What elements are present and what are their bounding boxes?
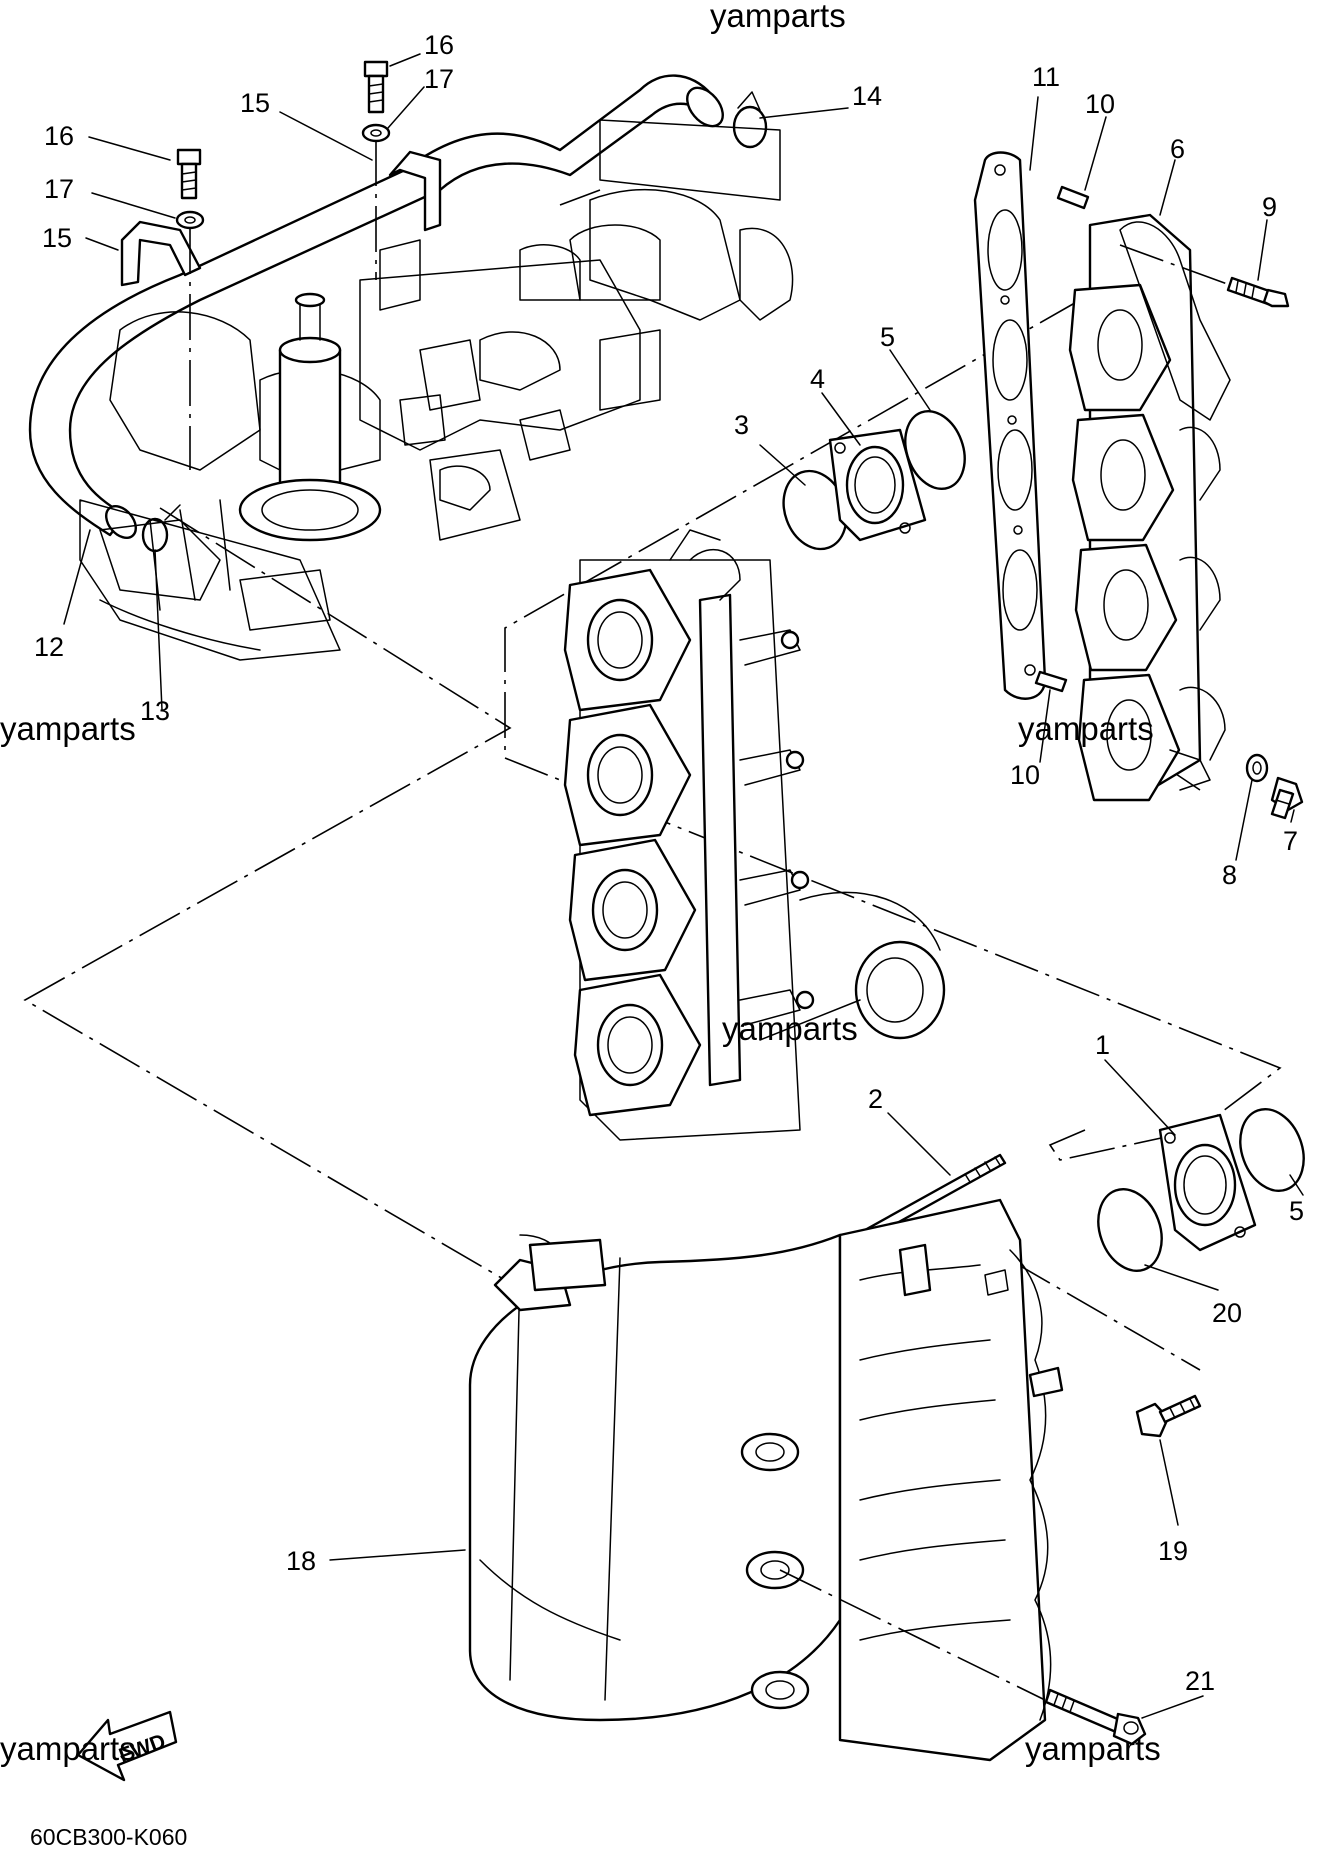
callout-4: 4	[810, 364, 825, 394]
hose-bracket-15-upper	[388, 150, 442, 232]
bolt-9	[1226, 276, 1290, 308]
lower-intake-manifold	[838, 1198, 1064, 1762]
washer-8	[1245, 753, 1269, 783]
flange-bolt-21	[1044, 1688, 1147, 1746]
callout-20: 20	[1212, 1298, 1242, 1328]
breather-hose	[28, 74, 724, 539]
callout-5-upper: 5	[880, 322, 895, 352]
callout-7: 7	[1283, 826, 1298, 856]
watermarks: yamparts yamparts yamparts yamparts yamp…	[0, 0, 1161, 1767]
callout-labels: 1 2 3 4 5 5 6 7 8 9 10 10 11 12 13 14 15…	[34, 30, 1304, 1696]
hose-clip-14	[732, 91, 768, 149]
bolt-16-lower	[176, 148, 202, 200]
callout-3: 3	[734, 410, 749, 440]
callout-10-lower: 10	[1010, 760, 1040, 790]
callout-15-upper: 15	[240, 88, 270, 118]
carburetor-1	[563, 568, 692, 712]
carburetor-assembly	[563, 529, 946, 1141]
diagram-code: 60CB300-K060	[30, 1824, 187, 1850]
callout-14: 14	[852, 81, 882, 111]
callout-1: 1	[1095, 1030, 1110, 1060]
callout-18: 18	[286, 1546, 316, 1576]
callout-2: 2	[868, 1084, 883, 1114]
carburetor-3	[568, 838, 697, 982]
callout-16-lower: 16	[44, 121, 74, 151]
callout-17-upper: 17	[424, 64, 454, 94]
watermark: yamparts	[0, 710, 136, 747]
flange-bolt-19	[1135, 1394, 1202, 1438]
callout-13: 13	[140, 696, 170, 726]
engine-block-sketch	[79, 119, 794, 661]
callout-6: 6	[1170, 134, 1185, 164]
hose-bracket-15-lower	[120, 220, 202, 287]
manifold-gasket-11	[973, 151, 1047, 700]
callout-19: 19	[1158, 1536, 1188, 1566]
washer-17-upper	[361, 123, 391, 143]
washer-17-lower	[175, 210, 205, 230]
throttle-flange-1	[1158, 1113, 1257, 1252]
accelerator-pump	[759, 891, 946, 1041]
watermark: yamparts	[710, 0, 846, 34]
oring-5-lower	[1239, 1108, 1305, 1192]
bolt-16-upper	[363, 60, 389, 114]
intake-silencer-18	[468, 1233, 842, 1722]
watermark: yamparts	[0, 1730, 136, 1767]
callout-21: 21	[1185, 1666, 1215, 1696]
dowel-10-upper	[1056, 185, 1090, 210]
leader-lines	[63, 53, 1304, 1719]
callout-10-upper: 10	[1085, 89, 1115, 119]
oring-5-upper	[904, 410, 966, 490]
dowel-10-lower	[1034, 670, 1068, 693]
bolt-21-axis	[779, 1569, 1046, 1701]
oring-20	[1097, 1188, 1163, 1272]
callout-9: 9	[1262, 192, 1277, 222]
callout-16-upper: 16	[424, 30, 454, 60]
watermark: yamparts	[722, 1010, 858, 1047]
callout-5-lower: 5	[1289, 1196, 1304, 1226]
callout-11: 11	[1032, 62, 1060, 92]
callout-17-lower: 17	[44, 174, 74, 204]
bolt-7	[1270, 776, 1304, 820]
carburetor-4	[573, 973, 702, 1117]
carburetor-2	[563, 703, 692, 847]
watermark: yamparts	[1025, 1730, 1161, 1767]
watermark: yamparts	[1018, 710, 1154, 747]
callout-15-lower: 15	[42, 223, 72, 253]
hose-clamp-13	[141, 504, 181, 553]
callout-12: 12	[34, 632, 64, 662]
bolt-9-axis	[1119, 244, 1231, 286]
intake-manifold-6	[1068, 213, 1231, 802]
adapter-4	[828, 428, 927, 542]
callout-8: 8	[1222, 860, 1237, 890]
